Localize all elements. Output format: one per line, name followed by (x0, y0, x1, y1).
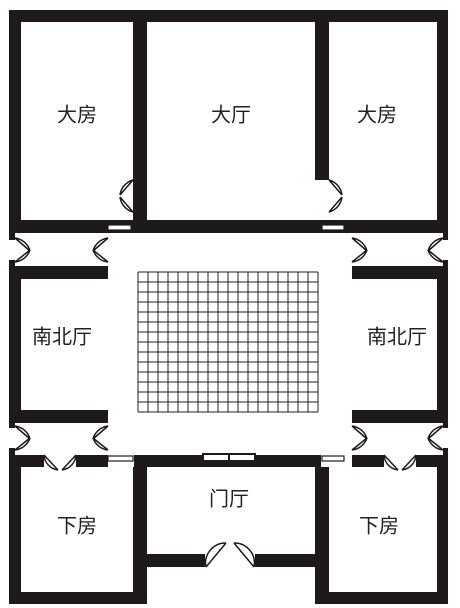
door-lower-gap-left-outer (14, 425, 31, 451)
courtyard (108, 233, 352, 455)
side-hall-right-floor (352, 279, 437, 410)
doors (14, 179, 444, 568)
label-gate-hall: 门厅 (209, 487, 249, 511)
door-lower-gap-right-inner (351, 425, 368, 451)
label-main-hall: 大厅 (211, 103, 251, 127)
door-lower-gap-left-inner (92, 425, 109, 451)
side-hall-left-floor (21, 279, 108, 410)
label-lower-room-right: 下房 (359, 514, 399, 538)
door-main-room-right (328, 179, 343, 213)
room-labels: 大房 大厅 大房 南北厅 南北厅 下房 门厅 下房 (32, 103, 427, 538)
main-room-left-floor (21, 22, 133, 220)
label-main-room-right: 大房 (357, 103, 397, 127)
label-lower-room-left: 下房 (57, 514, 97, 538)
gate-hall-floor (147, 467, 315, 554)
door-upper-gap-right-outer (427, 237, 444, 263)
walls (9, 10, 448, 608)
lower-room-left-floor (21, 467, 133, 592)
label-side-hall-left: 南北厅 (32, 325, 92, 349)
main-hall-floor (147, 22, 315, 220)
door-gate-hall (204, 542, 256, 568)
main-room-right-floor (329, 22, 437, 220)
label-side-hall-right: 南北厅 (367, 325, 427, 349)
door-lower-room-left (43, 454, 77, 471)
window (202, 453, 256, 462)
door-lower-room-right (383, 454, 417, 471)
wall-openings (107, 224, 345, 462)
door-upper-gap-left-outer (14, 237, 31, 263)
door-upper-gap-left-inner (92, 237, 109, 263)
door-upper-gap-right-inner (351, 237, 368, 263)
courtyard-grid (137, 271, 319, 413)
label-main-room-left: 大房 (57, 103, 97, 127)
lower-room-right-floor (329, 467, 437, 592)
door-lower-gap-right-outer (427, 425, 444, 451)
door-main-room-left (119, 179, 134, 213)
